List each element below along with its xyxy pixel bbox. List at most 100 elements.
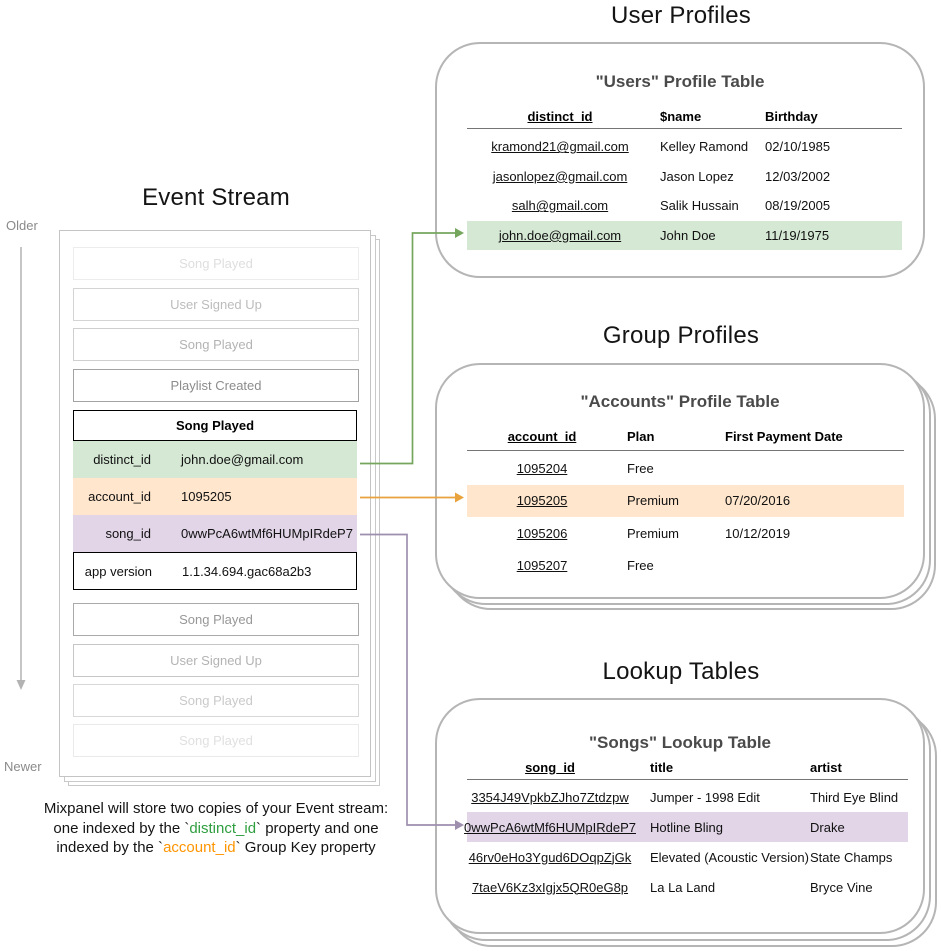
accounts-table: account_id Plan First Payment Date 10952… <box>467 365 904 597</box>
cell-title: Hotline Bling <box>650 819 723 835</box>
cell-plan: Free <box>627 460 654 476</box>
table-row: 46rv0eHo3Ygud6DOqpZjGk Elevated (Acousti… <box>467 842 908 872</box>
cell-plan: Free <box>627 558 654 574</box>
lookup-tables-title: Lookup Tables <box>602 658 760 685</box>
cell-birthday: 02/10/1985 <box>765 139 831 155</box>
accounts-profile-card: "Accounts" Profile Table account_id Plan… <box>435 363 925 599</box>
users-card-title: "Users" Profile Table <box>595 72 765 91</box>
event-property-row-song-id: song_id 0wwPcA6wtMf6HUMpIRdeP7 <box>73 515 357 552</box>
cell-account-id: 1095207 <box>516 558 568 574</box>
property-key: app version <box>84 563 152 579</box>
cell-first-payment-date: 10/12/2019 <box>725 525 791 541</box>
cell-song-id: 7taeV6Kz3xIgjx5QR0eG8p <box>471 879 629 895</box>
table-row: kramond21@gmail.com Kelley Ramond 02/10/… <box>467 132 902 162</box>
caption-account-id-code: account_id <box>163 839 236 856</box>
cell-name: Kelley Ramond <box>660 139 749 155</box>
accounts-table-header: account_id Plan First Payment Date <box>467 427 904 445</box>
cell-account-id: 1095204 <box>516 460 568 476</box>
cell-account-id: 1095205 <box>516 493 568 509</box>
column-header-artist: artist <box>810 759 842 775</box>
property-value: 1095205 <box>181 489 232 504</box>
caption-line2-post: ` property and one <box>256 819 379 837</box>
column-header-song-id: song_id <box>525 759 575 775</box>
caption-distinct-id-code: distinct_id <box>189 819 257 837</box>
event-box: Song Played <box>73 328 359 361</box>
column-header-plan: Plan <box>627 428 655 444</box>
cell-account-id: 1095206 <box>516 525 568 541</box>
songs-table: song_id title artist 3354J49VpkbZJho7Ztd… <box>464 700 908 932</box>
table-row-highlighted: john.doe@gmail.com John Doe 11/19/1975 <box>467 220 902 250</box>
caption: Mixpanel will store two copies of your E… <box>10 799 422 858</box>
focus-event-title: Song Played <box>73 410 357 441</box>
cell-artist: Bryce Vine <box>810 879 873 895</box>
column-header-name: $name <box>660 108 702 124</box>
cell-birthday: 11/19/1975 <box>765 227 830 243</box>
event-box: Song Played <box>73 724 359 757</box>
newer-label: Newer <box>4 759 42 774</box>
property-key: account_id <box>88 489 151 504</box>
property-value: 0wwPcA6wtMf6HUMpIRdeP7 <box>181 526 353 541</box>
caption-line3-post: ` Group Key property <box>235 839 376 856</box>
event-box: Playlist Created <box>73 369 359 402</box>
songs-table-header: song_id title artist <box>467 758 908 776</box>
property-key: song_id <box>105 526 151 541</box>
event-property-row-distinct-id: distinct_id john.doe@gmail.com <box>73 441 357 478</box>
header-divider <box>467 779 908 780</box>
event-box: Song Played <box>73 603 359 636</box>
property-value: 1.1.34.694.gac68a2b3 <box>182 563 312 579</box>
user-profiles-title: User Profiles <box>611 2 751 29</box>
table-row: 1095204 Free <box>467 452 904 485</box>
event-stream-container: Song Played User Signed Up Song Played P… <box>59 230 371 777</box>
cell-first-payment-date: 07/20/2016 <box>725 493 791 509</box>
cell-artist: Drake <box>810 819 845 835</box>
caption-line2-pre: one indexed by the ` <box>53 819 190 837</box>
cell-plan: Premium <box>627 525 680 541</box>
event-property-row-account-id: account_id 1095205 <box>73 478 357 515</box>
event-property-row-app-version: app version 1.1.34.694.gac68a2b3 <box>73 552 357 590</box>
cell-distinct-id: salh@gmail.com <box>511 198 609 214</box>
users-table-header: distinct_id $name Birthday <box>467 107 902 125</box>
event-box: User Signed Up <box>73 288 359 321</box>
users-table: distinct_id $name Birthday kramond21@gma… <box>467 44 902 276</box>
table-row: 1095206 Premium 10/12/2019 <box>467 517 904 550</box>
cell-song-id: 46rv0eHo3Ygud6DOqpZjGk <box>468 849 632 865</box>
event-box: Song Played <box>73 247 359 280</box>
cell-distinct-id: kramond21@gmail.com <box>491 139 629 155</box>
focus-event-card: Song Played distinct_id john.doe@gmail.c… <box>73 410 357 590</box>
older-label: Older <box>6 218 38 233</box>
column-header-title: title <box>650 759 674 775</box>
column-header-first-payment-date: First Payment Date <box>725 428 843 444</box>
cell-artist: State Champs <box>810 849 893 865</box>
cell-title: Elevated (Acoustic Version) <box>650 849 809 865</box>
event-box: Song Played <box>73 684 359 717</box>
table-row: salh@gmail.com Salik Hussain 08/19/2005 <box>467 191 902 221</box>
cell-name: John Doe <box>660 227 716 243</box>
column-header-account-id: account_id <box>507 428 577 444</box>
cell-distinct-id: jasonlopez@gmail.com <box>492 168 628 184</box>
cell-artist: Third Eye Blind <box>810 789 899 805</box>
column-header-birthday: Birthday <box>765 108 818 124</box>
songs-lookup-card: "Songs" Lookup Table song_id title artis… <box>435 698 925 934</box>
cell-name: Salik Hussain <box>660 198 739 214</box>
event-box: User Signed Up <box>73 644 359 677</box>
cell-name: Jason Lopez <box>660 168 734 184</box>
table-row: 1095207 Free <box>467 550 904 583</box>
group-profiles-title: Group Profiles <box>602 322 760 349</box>
property-value: john.doe@gmail.com <box>181 452 304 467</box>
table-row-highlighted: 0wwPcA6wtMf6HUMpIRdeP7 Hotline Bling Dra… <box>464 812 908 842</box>
cell-birthday: 08/19/2005 <box>765 198 831 214</box>
table-row-highlighted: 1095205 Premium 07/20/2016 <box>467 484 904 517</box>
header-divider <box>467 128 902 129</box>
table-row: 3354J49VpkbZJho7Ztdzpw Jumper - 1998 Edi… <box>467 782 908 812</box>
property-key: distinct_id <box>93 452 151 467</box>
caption-line3-pre: indexed by the ` <box>56 839 164 856</box>
table-row: jasonlopez@gmail.com Jason Lopez 12/03/2… <box>467 162 902 192</box>
cell-title: La La Land <box>650 879 716 895</box>
cell-title: Jumper - 1998 Edit <box>650 789 760 805</box>
users-profile-card: "Users" Profile Table distinct_id $name … <box>435 42 925 278</box>
cell-birthday: 12/03/2002 <box>765 168 831 184</box>
cell-distinct-id: john.doe@gmail.com <box>498 227 622 243</box>
cell-plan: Premium <box>627 493 680 509</box>
header-divider <box>467 450 904 451</box>
